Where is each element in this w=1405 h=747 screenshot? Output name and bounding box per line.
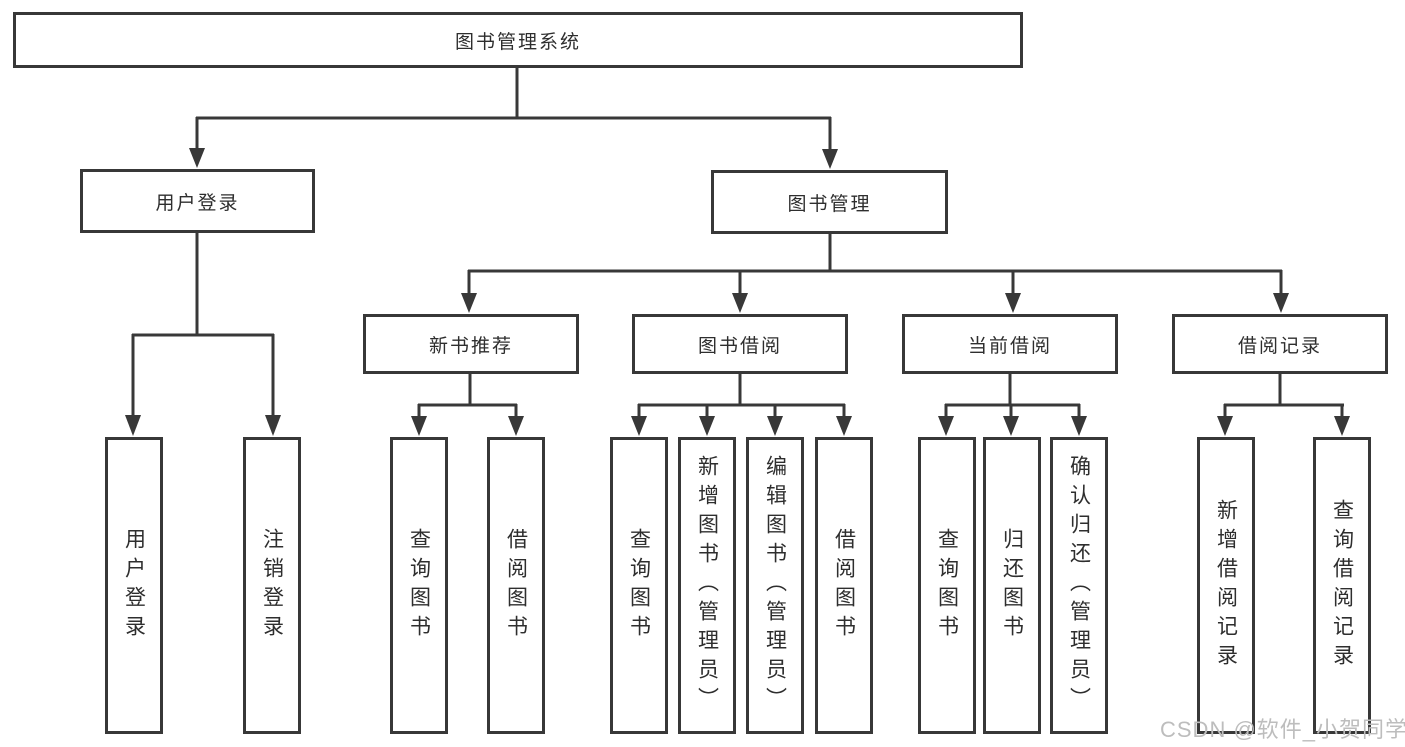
leaf-records-query-record: 查询借阅记录 [1313,437,1371,734]
node-library-management-system: 图书管理系统 [13,12,1023,68]
node-user-login: 用户登录 [80,169,315,233]
node-book-management: 图书管理 [711,170,948,234]
leaf-borrowing-borrow-books: 借阅图书 [815,437,873,734]
leaf-current-query-books: 查询图书 [918,437,976,734]
csdn-watermark: CSDN @软件_小贺同学 [1160,717,1405,742]
leaf-current-confirm-return-admin: 确认归还（管理员） [1050,437,1108,734]
leaf-borrowing-edit-books-admin: 编辑图书（管理员） [746,437,804,734]
leaf-borrowing-add-books-admin: 新增图书（管理员） [678,437,736,734]
leaf-user-login: 用户登录 [105,437,163,734]
node-borrowing-records: 借阅记录 [1172,314,1388,374]
node-current-borrowing: 当前借阅 [902,314,1118,374]
leaf-logout: 注销登录 [243,437,301,734]
leaf-newbook-borrow-books: 借阅图书 [487,437,545,734]
leaf-current-return-books: 归还图书 [983,437,1041,734]
node-new-book-recommend: 新书推荐 [363,314,579,374]
leaf-newbook-query-books: 查询图书 [390,437,448,734]
node-book-borrowing: 图书借阅 [632,314,848,374]
leaf-borrowing-query-books: 查询图书 [610,437,668,734]
leaf-records-add-record: 新增借阅记录 [1197,437,1255,734]
